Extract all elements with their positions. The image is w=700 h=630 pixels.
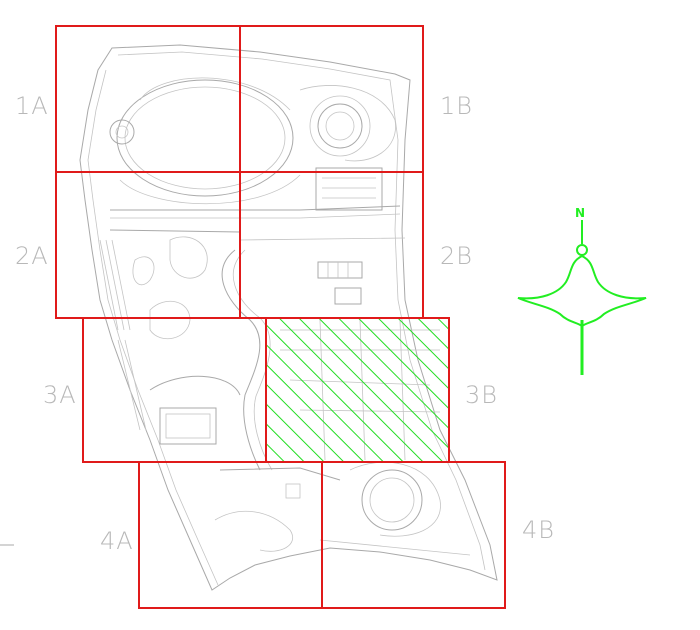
grid-cell-4B[interactable] (321, 461, 506, 609)
grid-cell-1B[interactable] (239, 25, 424, 173)
grid-cell-2A[interactable] (55, 171, 241, 319)
highlighted-zone-3B[interactable] (265, 317, 450, 463)
label-1B: 1B (440, 92, 473, 120)
grid-labels: 1A 1B 2A 2B 3A 3B 4A 4B (15, 92, 555, 555)
label-4A: 4A (100, 527, 134, 555)
grid-cells (55, 25, 506, 609)
grid-cell-3A[interactable] (82, 317, 267, 463)
label-3B: 3B (465, 381, 498, 409)
label-3A: 3A (43, 381, 77, 409)
park-site-plan (0, 44, 498, 591)
north-arrow-icon: N (517, 206, 647, 375)
label-2A: 2A (15, 242, 49, 270)
label-1A: 1A (15, 92, 49, 120)
label-2B: 2B (440, 242, 473, 270)
label-4B: 4B (522, 516, 555, 544)
north-label: N (575, 206, 585, 220)
